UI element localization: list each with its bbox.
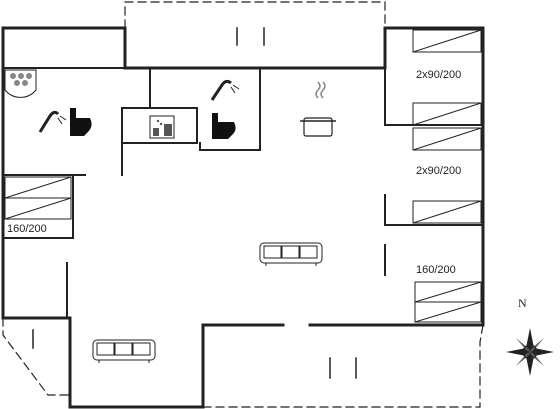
- compass-rose-icon: [506, 328, 554, 376]
- stove-pot-icon: [300, 81, 336, 137]
- bed-size-label: 2x90/200: [416, 165, 462, 177]
- bed-size-label: 160/200: [416, 264, 456, 276]
- bed-size-label: 160/200: [7, 223, 47, 235]
- bed-size-label: 2x90/200: [416, 69, 462, 81]
- bed-bottom-right: [414, 281, 482, 323]
- shower-icon: [38, 110, 67, 133]
- outer-walls: [1, 26, 485, 409]
- compass-north-label: N: [518, 296, 527, 310]
- window-marks: [32, 27, 357, 379]
- bed-top-right: [412, 29, 482, 126]
- sofa-icon: [259, 242, 323, 266]
- hot-tub-icon: [4, 69, 37, 98]
- interior-walls: [2, 67, 484, 319]
- terrace-outlines: [2, 1, 484, 408]
- toilet-icon: [70, 108, 92, 136]
- toilet-icon: [212, 113, 236, 139]
- bed-middle-right: [412, 127, 482, 224]
- shower-icon: [210, 79, 240, 101]
- sofa-icon: [92, 339, 156, 363]
- sauna-icon: [149, 115, 175, 139]
- bed-left: [4, 176, 72, 220]
